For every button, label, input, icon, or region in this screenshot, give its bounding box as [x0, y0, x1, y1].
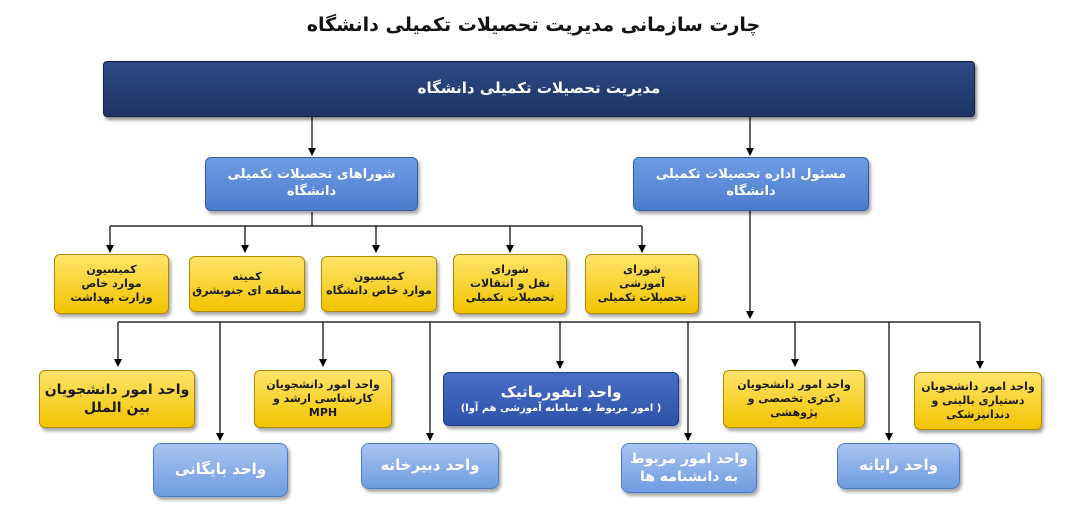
unit-line: واحد امور دانشجویان [737, 377, 851, 391]
unit-informatics[interactable]: واحد انفورماتیک ( امور مربوط به سامانه آ… [443, 372, 679, 426]
unit-informatics-title: واحد انفورماتیک [500, 382, 622, 401]
committee-line: کمیته [232, 269, 262, 283]
committee-line: وزارت بهداشت [70, 291, 153, 305]
committee-educational-council[interactable]: شورای آموزشی تحصیلات تکمیلی [585, 254, 699, 314]
unit-line: بین الملل [83, 400, 151, 416]
unit-line: دستیاری بالینی و [931, 393, 1025, 407]
unit-line: واحد امور دانشجویان [44, 381, 190, 398]
root-box-university-graduate-studies-management[interactable]: مدیریت تحصیلات تکمیلی دانشگاه [103, 61, 975, 117]
committee-line: موارد خاص دانشگاه [326, 284, 432, 297]
unit-line: پژوهشی [770, 406, 818, 420]
committee-southeast-regional[interactable]: کمیته منطقه ای جنوبشرق [189, 256, 305, 312]
unit-line: دکتری تخصصی و [747, 391, 841, 405]
manager-box-label: مسئول اداره تحصیلات تکمیلی دانشگاه [655, 167, 847, 199]
unit-dental-residency[interactable]: واحد امور دانشجویان دستیاری بالینی و دند… [914, 372, 1042, 430]
unit-line: واحد امور دانشجویان [921, 379, 1035, 393]
unit-archive[interactable]: واحد بایگانی [153, 443, 288, 497]
unit-computer-label: واحد رایانه [859, 456, 938, 475]
committee-university-special-cases[interactable]: کمیسیون موارد خاص دانشگاه [321, 256, 437, 312]
committee-line: منطقه ای جنوبشرق [192, 284, 302, 297]
committee-line: موارد خاص [81, 276, 142, 290]
unit-masters-mph[interactable]: واحد امور دانشجویان کارشناسی ارشد و MPH [254, 370, 392, 428]
unit-line: واحد امور دانشجویان [266, 377, 380, 391]
committee-line: شورای [623, 262, 661, 276]
unit-line: دندانپزشکی [946, 408, 1010, 422]
chart-title: چارت سازمانی مدیریت تحصیلات تکمیلی دانشگ… [306, 14, 761, 36]
unit-archive-label: واحد بایگانی [174, 460, 267, 479]
root-box-label: مدیریت تحصیلات تکمیلی دانشگاه [417, 79, 661, 98]
unit-secretariat[interactable]: واحد دبیرخانه [361, 443, 499, 489]
committee-line: تحصیلات تکمیلی [597, 291, 687, 305]
committee-line: آموزشی [619, 276, 665, 290]
unit-thesis-affairs[interactable]: واحد امور مربوط به دانشنامه ها [621, 443, 757, 493]
committee-line: شورای [491, 262, 529, 276]
unit-informatics-subtitle: ( امور مربوط به سامانه آموزشی هم آوا) [460, 403, 662, 415]
unit-phd-research[interactable]: واحد امور دانشجویان دکتری تخصصی و پژوهشی [723, 370, 865, 428]
committee-line: نقل و انتقالات [469, 276, 551, 290]
councils-box[interactable]: شوراهای تحصیلات تکمیلی دانشگاه [205, 157, 418, 211]
unit-computer[interactable]: واحد رایانه [837, 443, 960, 489]
unit-international-students[interactable]: واحد امور دانشجویان بین الملل [39, 370, 195, 428]
unit-line: واحد امور مربوط [630, 450, 748, 467]
unit-secretariat-label: واحد دبیرخانه [380, 456, 480, 475]
committee-ministry-special-cases[interactable]: کمیسیون موارد خاص وزارت بهداشت [54, 254, 169, 314]
unit-line: MPH [308, 406, 338, 420]
committee-line: کمیسیون [353, 269, 405, 283]
committee-line: کمیسیون [86, 262, 137, 276]
committee-transfer-council[interactable]: شورای نقل و انتقالات تحصیلات تکمیلی [453, 254, 567, 314]
unit-line: کارشناسی ارشد و [273, 391, 374, 405]
committee-line: تحصیلات تکمیلی [465, 291, 555, 305]
manager-box[interactable]: مسئول اداره تحصیلات تکمیلی دانشگاه [633, 157, 869, 211]
unit-line: به دانشنامه ها [639, 469, 739, 485]
councils-box-label: شوراهای تحصیلات تکمیلی دانشگاه [227, 167, 396, 199]
